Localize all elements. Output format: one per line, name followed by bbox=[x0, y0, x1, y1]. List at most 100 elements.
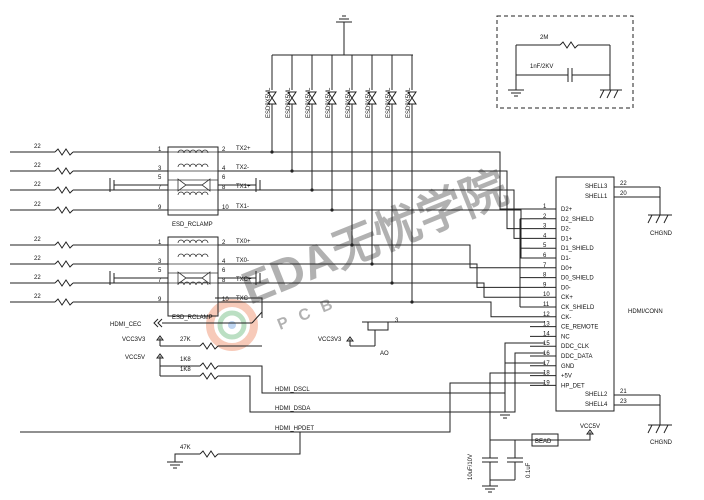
top-clamp-label: ESD_RCLAMP bbox=[172, 222, 213, 228]
cap-10uf-label: 10uF/10V bbox=[468, 454, 474, 480]
resistor-22-icon bbox=[54, 279, 74, 287]
bottom-esd-clamp: 1 2 3 4 5 6 7 8 9 10 ESD_RCLAMP bbox=[109, 236, 261, 321]
clamp-pin-left: 1 bbox=[158, 147, 162, 153]
esd-diode-label: ESD9X5VL bbox=[386, 87, 392, 118]
clamp-pin-right: 10 bbox=[222, 205, 229, 211]
shell3-label: SHELL3 bbox=[585, 184, 608, 190]
clamp-pin-right: 6 bbox=[222, 268, 226, 274]
hdmi-pin-name: CK_SHIELD bbox=[561, 305, 595, 311]
mosfet-pin-3: 3 bbox=[395, 318, 399, 324]
hdmi-pin-number: 8 bbox=[543, 273, 547, 279]
resistor-47k-label: 47K bbox=[180, 445, 191, 451]
net-label-bottom: TX0- bbox=[236, 258, 249, 264]
resistor-22-label: 22 bbox=[34, 202, 41, 208]
esd-diode-label: ESD9X5VL bbox=[326, 87, 332, 118]
vcc3v3-left-label: VCC3V3 bbox=[122, 337, 146, 343]
esd-diode-label: ESD9X5VL bbox=[286, 87, 292, 118]
cap-1nf-label: 1nF/2KV bbox=[530, 64, 553, 70]
hdmi-pin-name: DDC_CLK bbox=[561, 344, 589, 350]
junction-dot bbox=[410, 300, 414, 304]
shell-pin-22: 22 bbox=[620, 181, 627, 187]
junction-dot bbox=[390, 281, 394, 285]
watermark-brand: EDA无忧学院 bbox=[234, 161, 514, 315]
esd-diode-icon bbox=[367, 91, 377, 99]
hdmi-pin-number: 16 bbox=[543, 351, 550, 357]
hdmi-pin-name: D1+ bbox=[561, 236, 573, 242]
hdmi-dscl-label: HDMI_DSCL bbox=[275, 387, 310, 393]
hdmi-pin-number: 9 bbox=[543, 282, 547, 288]
clamp-pin-right: 2 bbox=[222, 240, 226, 246]
clamp-pin-left: 7 bbox=[158, 278, 162, 284]
clamp-pin-left: 7 bbox=[158, 185, 162, 191]
hdmi-pin-name: D0+ bbox=[561, 266, 573, 272]
resistor-1k8b-label: 1K8 bbox=[180, 367, 191, 373]
junction-dot bbox=[310, 188, 314, 192]
esd-diode-icon bbox=[307, 91, 317, 99]
clamp-pin-right: 8 bbox=[222, 185, 226, 191]
resistor-22-label: 22 bbox=[34, 256, 41, 262]
clamp-pin-left: 5 bbox=[158, 175, 162, 181]
bead-label: BEAD bbox=[535, 439, 552, 445]
hdmi-dsda-label: HDMI_DSDA bbox=[275, 406, 310, 412]
hdmi-pin-number: 15 bbox=[543, 341, 550, 347]
clamp-pin-left: 3 bbox=[158, 166, 162, 172]
vcc5v-left-label: VCC5V bbox=[125, 355, 145, 361]
clamp-pin-left: 9 bbox=[158, 297, 162, 303]
resistor-22-label: 22 bbox=[34, 294, 41, 300]
hdmi-pin-name: D1- bbox=[561, 256, 571, 262]
clamp-pin-right: 10 bbox=[222, 297, 229, 303]
vcc3v3-fet-label: VCC3V3 bbox=[318, 337, 342, 343]
hdmi-pin-number: 7 bbox=[543, 263, 547, 269]
shell1-label: SHELL1 bbox=[585, 194, 608, 200]
resistor-22-label: 22 bbox=[34, 182, 41, 188]
junction-dot bbox=[350, 243, 354, 247]
hdmi-pin-number: 19 bbox=[543, 380, 550, 386]
shell-pin-20: 20 bbox=[620, 191, 627, 197]
junction-dot bbox=[290, 169, 294, 173]
resistor-22-icon bbox=[54, 206, 74, 214]
resistor-22-icon bbox=[54, 167, 74, 175]
hdmi-pin-name: D0_SHIELD bbox=[561, 276, 594, 282]
resistor-22-label: 22 bbox=[34, 163, 41, 169]
clamp-pin-left: 1 bbox=[158, 240, 162, 246]
hdmi-pin-name: CE_REMOTE bbox=[561, 325, 598, 331]
clamp-diode-icon bbox=[177, 178, 187, 192]
hdmi-pin-name: NC bbox=[561, 334, 570, 340]
hdmi-pin-name: D1_SHIELD bbox=[561, 246, 594, 252]
clamp-pin-right: 8 bbox=[222, 278, 226, 284]
esd-diode-label: ESD9X5VL bbox=[306, 87, 312, 118]
hdmi-pin-name: D2- bbox=[561, 227, 571, 233]
junction-dot bbox=[330, 208, 334, 212]
hdmi-pin-name: D2_SHIELD bbox=[561, 217, 594, 223]
esd-diode-icon bbox=[267, 91, 277, 99]
hdmi-pin-number: 5 bbox=[543, 243, 547, 249]
hdmi-pin-name: +5V bbox=[561, 374, 572, 380]
clamp-pin-right: 2 bbox=[222, 147, 226, 153]
hdmi-pin-number: 12 bbox=[543, 312, 550, 318]
cap-0u1-label: 0.1uF bbox=[526, 462, 532, 478]
resistor-1k8a-label: 1K8 bbox=[180, 357, 191, 363]
hdmi-pin-number: 10 bbox=[543, 292, 550, 298]
clamp-pin-left: 3 bbox=[158, 259, 162, 265]
net-label-top: TX2- bbox=[236, 165, 249, 171]
clamp-pin-right: 4 bbox=[222, 259, 226, 265]
clamp-pin-left: 9 bbox=[158, 205, 162, 211]
net-label-top: TX2+ bbox=[236, 146, 251, 152]
chassis-rc-box: 2M 1nF/2KV bbox=[496, 15, 634, 109]
hdmi-pin-number: 17 bbox=[543, 361, 550, 367]
net-label-bottom: TXC- bbox=[236, 296, 250, 302]
hdmi-pin-number: 11 bbox=[543, 302, 550, 308]
hdmi-pin-number: 3 bbox=[543, 224, 547, 230]
esd-diode-label: ESD9X5VL bbox=[266, 87, 272, 118]
chgnd-bottom-label: CHGND bbox=[650, 440, 673, 446]
hdmi-pin-name: CK+ bbox=[561, 295, 573, 301]
hdmi-pin-number: 6 bbox=[543, 253, 547, 259]
clamp-pin-left: 5 bbox=[158, 268, 162, 274]
hdmi-pin-number: 2 bbox=[543, 214, 547, 220]
bottom-clamp-label: ESD_RCLAMP bbox=[172, 315, 213, 321]
resistor-22-icon bbox=[54, 241, 74, 249]
